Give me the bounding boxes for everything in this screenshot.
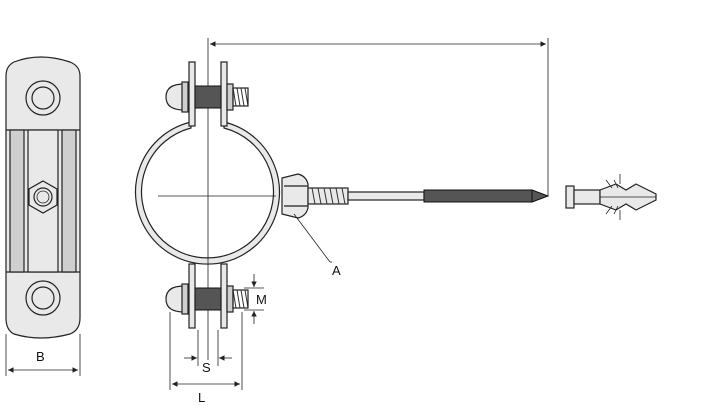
threaded-rod bbox=[307, 187, 550, 205]
upper-bolt-hole bbox=[25, 80, 61, 116]
dimension-s: S bbox=[184, 330, 232, 375]
label-a: A bbox=[332, 263, 341, 278]
label-l: L bbox=[198, 390, 205, 405]
lower-bolt-hole bbox=[25, 280, 61, 316]
label-b: B bbox=[36, 349, 45, 364]
dimension-m: M bbox=[244, 274, 267, 324]
clamp-front-view bbox=[134, 60, 550, 360]
dimension-overall-length bbox=[207, 38, 549, 196]
top-bolt bbox=[165, 81, 249, 113]
bottom-bolt bbox=[165, 283, 249, 315]
clamp-side-view bbox=[5, 56, 81, 339]
label-m: M bbox=[256, 292, 267, 307]
label-s: S bbox=[202, 360, 211, 375]
leader-a: A bbox=[293, 213, 341, 278]
dimension-l: L bbox=[169, 312, 243, 405]
wall-plug bbox=[565, 174, 657, 220]
hex-nut-front-view bbox=[28, 180, 58, 214]
dimension-b: B bbox=[5, 334, 81, 376]
connection-nut bbox=[281, 173, 309, 219]
